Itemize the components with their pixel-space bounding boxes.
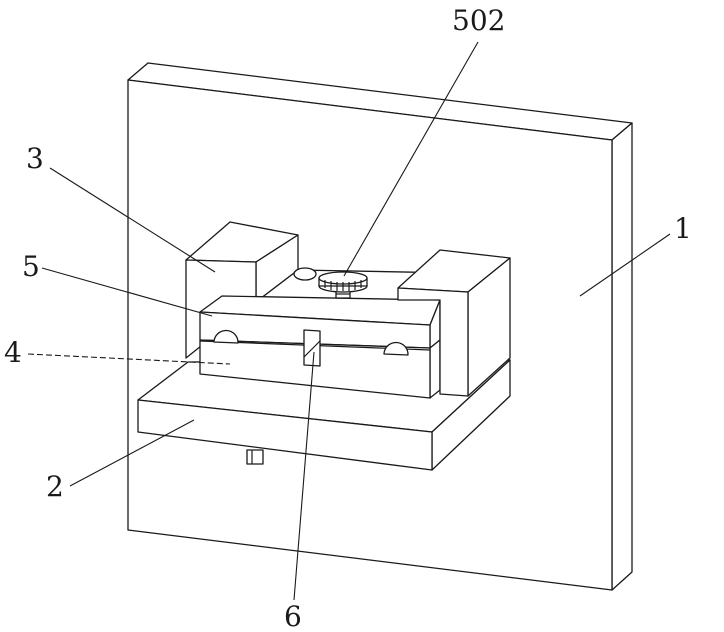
label-502: 502: [452, 4, 505, 37]
center-slot: [304, 330, 320, 366]
label-1: 1: [674, 212, 692, 245]
label-3: 3: [26, 142, 44, 175]
positioning-hole: [294, 268, 316, 280]
label-6: 6: [284, 600, 302, 632]
base-screw: [247, 450, 263, 464]
label-4: 4: [4, 336, 22, 369]
back-plate-side-face: [612, 123, 632, 590]
lower-clamp-side-face: [430, 340, 440, 398]
label-2: 2: [46, 470, 64, 503]
label-5: 5: [22, 250, 40, 283]
